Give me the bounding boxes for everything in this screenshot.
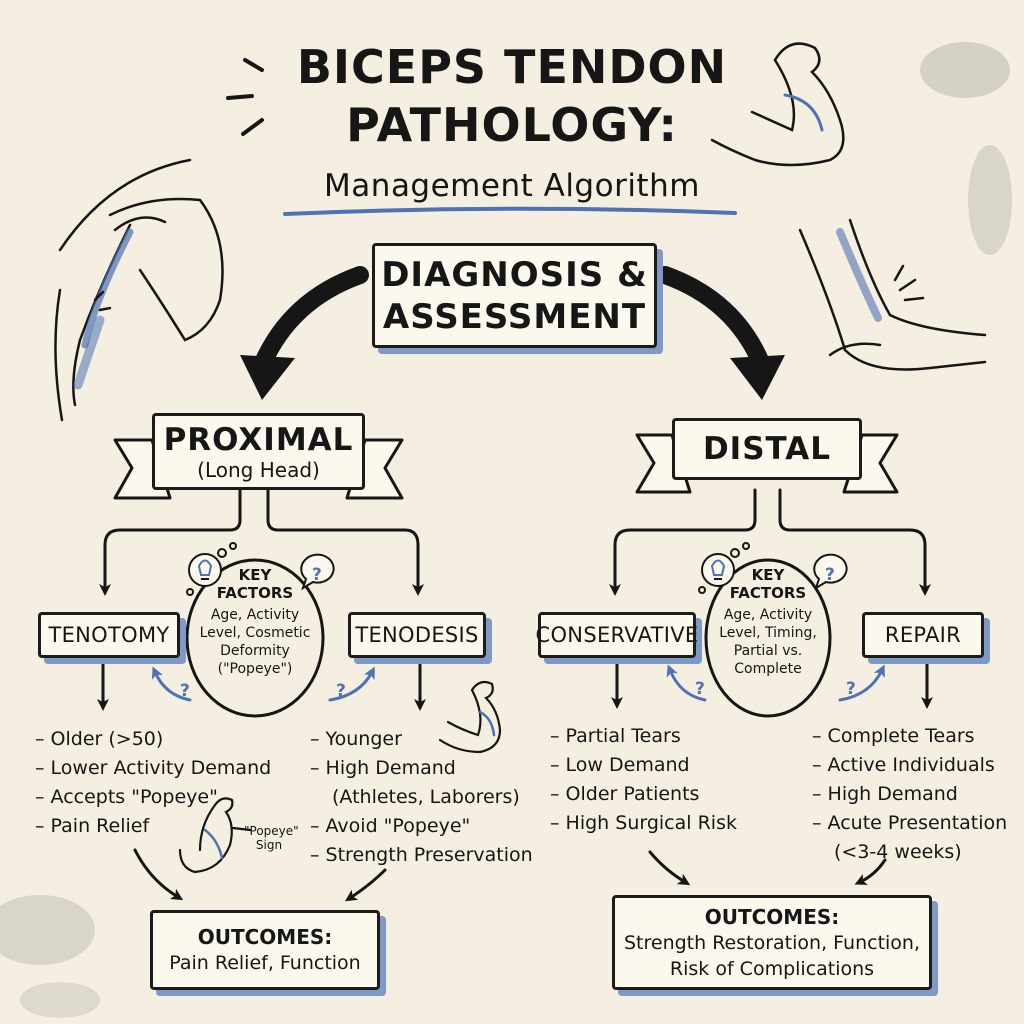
title-line-2: PATHOLOGY: [346, 98, 678, 152]
conservative-label: CONSERVATIVE [535, 623, 699, 647]
distal-outcomes-line-1: Strength Restoration, Function, [623, 931, 921, 954]
diagnosis-assessment-box: DIAGNOSIS & ASSESSMENT [372, 243, 657, 348]
distal-outcomes-box: OUTCOMES: Strength Restoration, Function… [612, 895, 932, 990]
list-item: Avoid "Popeye" [310, 812, 533, 841]
root-line-2: ASSESSMENT [382, 296, 647, 337]
popeye-sign-label: "Popeye" Sign [244, 824, 299, 852]
list-item: (Athletes, Laborers) [332, 786, 520, 808]
main-branch-arrows [240, 266, 785, 400]
distal-title: DISTAL [702, 431, 832, 467]
list-item: (<3-4 weeks) [834, 841, 962, 863]
tenotomy-criteria: Older (>50) Lower Activity Demand Accept… [35, 725, 272, 841]
distal-key-factors-title-2: FACTORS [729, 584, 807, 602]
list-item: Partial Tears [550, 722, 737, 751]
proximal-outcomes-title: OUTCOMES: [197, 925, 333, 949]
proximal-branch-lines [97, 488, 426, 902]
thought-dots [186, 542, 750, 596]
list-item: Younger [310, 725, 533, 754]
list-item: Complete Tears [812, 722, 1007, 751]
tenodesis-label: TENODESIS [355, 623, 479, 647]
list-item: Older (>50) [35, 725, 271, 754]
repair-label: REPAIR [884, 623, 962, 647]
tenotomy-label: TENOTOMY [48, 623, 170, 647]
svg-text:?: ? [846, 679, 856, 699]
paper-smudges [0, 42, 1012, 1018]
proximal-title: PROXIMAL [163, 421, 354, 458]
proximal-outcomes-text: Pain Relief, Function [169, 952, 361, 974]
distal-outcomes-line-2: Risk of Complications [669, 957, 875, 980]
conservative-criteria: Partial Tears Low Demand Older Patients … [550, 722, 737, 838]
distal-banner: DISTAL [672, 418, 862, 480]
popeye-sign-line-2: Sign [255, 838, 283, 852]
svg-text:?: ? [180, 681, 190, 701]
list-item: Active Individuals [812, 751, 1007, 780]
question-bubble-icon: ? [813, 553, 848, 591]
repair-criteria: Complete Tears Active Individuals High D… [812, 722, 1008, 867]
proximal-banner: PROXIMAL (Long Head) [152, 413, 365, 490]
blue-question-marks: ? ? ? ? [180, 679, 856, 701]
root-line-1: DIAGNOSIS & [381, 254, 648, 295]
list-item: Lower Activity Demand [35, 754, 272, 783]
popeye-sign-line-1: "Popeye" [244, 824, 299, 838]
list-item: High Surgical Risk [550, 809, 737, 838]
repair-box: REPAIR [862, 612, 984, 658]
svg-text:?: ? [312, 565, 322, 585]
distal-key-factors-text: Age, Activity Level, Timing, Partial vs.… [719, 607, 817, 677]
blue-factor-arrows [151, 664, 885, 702]
proximal-outcomes-box: OUTCOMES: Pain Relief, Function [150, 910, 380, 990]
question-bubble-icon: ? [300, 553, 335, 591]
distal-key-factors: KEY FACTORS Age, Activity Level, Timing,… [713, 566, 823, 678]
distal-outcomes-title: OUTCOMES: [704, 904, 840, 929]
lightbulb-icon [188, 553, 222, 587]
conservative-box: CONSERVATIVE [535, 612, 699, 658]
list-item: High Demand [812, 780, 1007, 809]
proximal-key-factors-title-1: KEY [238, 566, 272, 584]
flexed-arm-illustration [710, 42, 845, 167]
list-item: Acute Presentation [812, 809, 1008, 838]
list-item: Pain Relief [35, 812, 271, 841]
proximal-subtitle: (Long Head) [197, 457, 320, 482]
lightbulb-icon [701, 553, 735, 587]
proximal-key-factors: KEY FACTORS Age, Activity Level, Cosmeti… [193, 566, 317, 678]
svg-text:?: ? [336, 681, 346, 701]
distal-branch-lines [609, 488, 933, 886]
list-item: Accepts "Popeye" [35, 783, 271, 812]
svg-text:?: ? [825, 565, 835, 585]
distal-key-factors-title-1: KEY [751, 566, 785, 584]
distal-key-factors-ring [704, 558, 832, 718]
list-item: Low Demand [550, 751, 737, 780]
proximal-key-factors-title-2: FACTORS [216, 584, 294, 602]
subtitle-underline [283, 206, 737, 216]
list-item: High Demand [310, 754, 533, 783]
subtitle: Management Algorithm [324, 168, 700, 204]
proximal-key-factors-text: Age, Activity Level, Cosmetic Deformity … [199, 607, 311, 677]
tenotomy-box: TENOTOMY [38, 612, 180, 658]
list-item: Older Patients [550, 780, 737, 809]
title-line-1: BICEPS TENDON [296, 40, 728, 94]
proximal-key-factors-ring [185, 558, 325, 718]
elbow-illustration [798, 218, 987, 371]
tenodesis-box: TENODESIS [348, 612, 486, 658]
list-item: Strength Preservation [310, 841, 533, 870]
shoulder-illustration [54, 158, 224, 422]
svg-text:?: ? [695, 679, 705, 699]
title-spark-lines [226, 58, 264, 136]
tenodesis-criteria: Younger High Demand (Athletes, Laborers)… [310, 725, 533, 870]
